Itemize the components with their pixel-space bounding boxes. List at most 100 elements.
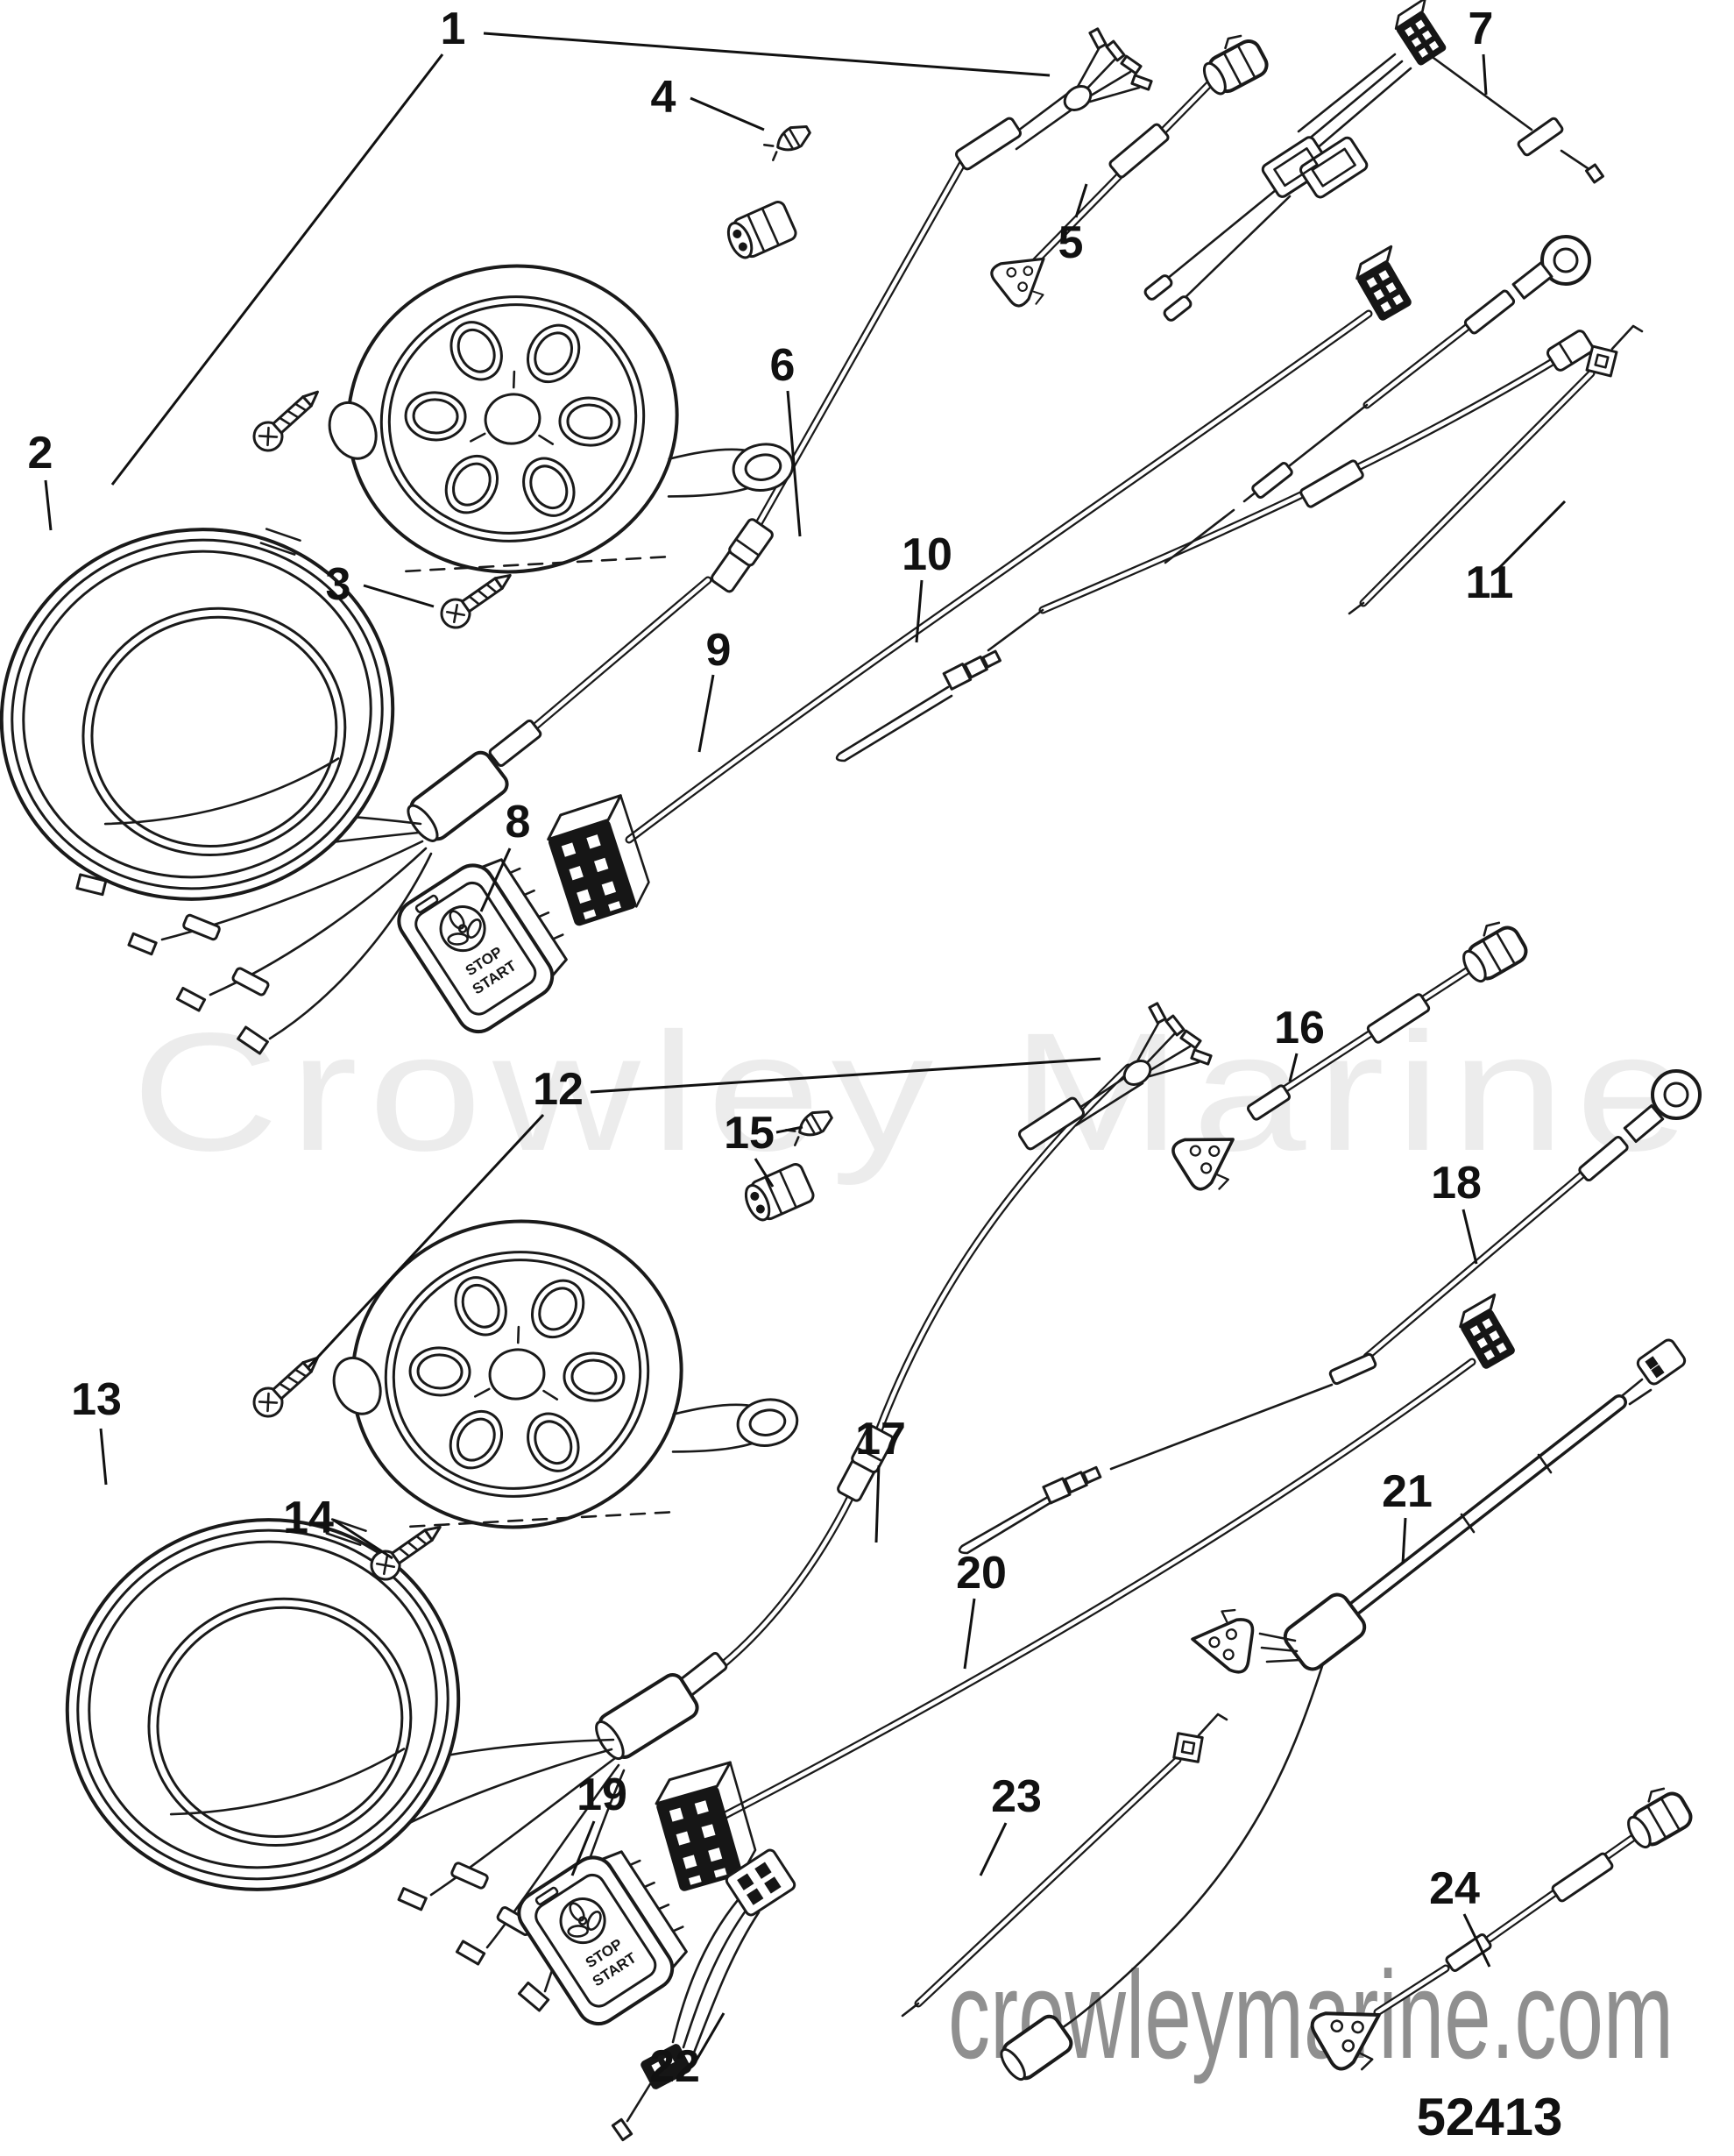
main-harness-bottom — [318, 1002, 1213, 2012]
callout-number-15: 15 — [724, 1108, 775, 1159]
screw-top-b — [435, 562, 520, 635]
drawing-number: 52413 — [1417, 2088, 1563, 2146]
callout-16: 16 — [1274, 1003, 1325, 1082]
cable-tie-11 — [1348, 324, 1644, 615]
callout-number-16: 16 — [1274, 1003, 1325, 1053]
lamp-socket-top — [721, 198, 800, 265]
callout-number-12: 12 — [533, 1064, 584, 1115]
callout-number-17: 17 — [855, 1414, 906, 1465]
harness-cable-20 — [649, 1293, 1526, 1893]
callout-number-3: 3 — [326, 559, 351, 610]
callout-14: 14 — [283, 1493, 393, 1560]
callout-3: 3 — [326, 559, 435, 610]
callout-23: 23 — [979, 1771, 1042, 1876]
callout-number-10: 10 — [902, 529, 952, 580]
sender-cable-18 — [958, 1069, 1702, 1555]
callout-number-21: 21 — [1382, 1466, 1433, 1517]
callout-leader-2 — [44, 479, 53, 531]
callout-number-7: 7 — [1469, 4, 1494, 54]
callout-leader-1 — [483, 32, 1051, 77]
callout-11: 11 — [1466, 500, 1567, 608]
callout-number-4: 4 — [651, 72, 676, 123]
callout-17: 17 — [855, 1414, 906, 1543]
callout-leader-15 — [775, 1125, 803, 1134]
callout-number-5: 5 — [1058, 217, 1084, 268]
callout-number-20: 20 — [956, 1548, 1007, 1599]
callout-number-8: 8 — [506, 797, 531, 848]
callout-leader-11 — [1497, 500, 1567, 570]
callout-2: 2 — [28, 428, 53, 531]
callout-22: 22 — [649, 2012, 725, 2092]
bezel-top — [0, 486, 435, 942]
sender-cable-10 — [835, 330, 1595, 762]
fused-harness-7 — [1143, 0, 1605, 322]
callout-leader-16 — [1288, 1053, 1299, 1082]
callout-number-6: 6 — [770, 340, 796, 391]
y-harness-21 — [1000, 1338, 1687, 2082]
callout-number-2: 2 — [28, 428, 53, 479]
callout-leader-13 — [99, 1428, 108, 1486]
callout-leader-21 — [1401, 1517, 1407, 1564]
extension-cable-24 — [1306, 1778, 1697, 2083]
callout-leader-23 — [979, 1822, 1008, 1876]
callout-leader-10 — [915, 579, 924, 643]
callout-number-24: 24 — [1429, 1863, 1480, 1914]
callout-6: 6 — [770, 340, 802, 537]
callout-number-13: 13 — [71, 1374, 122, 1425]
callout-number-18: 18 — [1431, 1158, 1482, 1209]
cable-tie-23 — [901, 1713, 1228, 2018]
watermark-crowley-marine: Crowley Marine — [131, 997, 1700, 1186]
callout-leader-3 — [363, 584, 435, 608]
callout-leader-4 — [690, 96, 765, 131]
callout-leader-18 — [1462, 1209, 1478, 1265]
callout-1: 1 — [110, 4, 1051, 486]
callout-leader-22 — [694, 2012, 725, 2062]
callout-number-14: 14 — [283, 1493, 334, 1543]
rocker-switch-8: STOP START — [389, 840, 586, 1042]
callout-24: 24 — [1429, 1863, 1491, 1968]
bezel-bottom — [25, 1477, 500, 1933]
callout-leader-1 — [110, 53, 444, 486]
callout-number-22: 22 — [649, 2041, 700, 2092]
bulb-4 — [761, 119, 815, 163]
callout-leader-7 — [1482, 53, 1488, 96]
callout-leader-5 — [1074, 183, 1088, 218]
callout-5: 5 — [1058, 183, 1088, 268]
callout-12: 12 — [307, 1057, 1101, 1369]
callout-19: 19 — [570, 1769, 627, 1876]
callout-leader-8 — [479, 848, 512, 912]
lamp-cable-16 — [1167, 912, 1532, 1202]
callout-21: 21 — [1382, 1466, 1433, 1564]
callout-leader-15 — [754, 1158, 775, 1188]
adapter-harness-22 — [611, 1848, 796, 2142]
callout-9: 9 — [697, 625, 732, 753]
screw-top-a — [246, 379, 329, 458]
rocker-switch-19: STOP START — [509, 1832, 706, 2034]
lamp-cable-5 — [987, 28, 1270, 317]
callout-13: 13 — [71, 1374, 122, 1486]
callout-18: 18 — [1431, 1158, 1482, 1265]
callout-4: 4 — [651, 72, 765, 131]
callout-20: 20 — [956, 1548, 1007, 1670]
callout-number-9: 9 — [706, 625, 732, 676]
callout-leader-14 — [332, 1518, 393, 1560]
callout-leader-9 — [697, 674, 715, 753]
callout-leader-12 — [590, 1057, 1101, 1094]
callout-10: 10 — [902, 529, 952, 643]
callout-15: 15 — [724, 1108, 803, 1188]
harness-cable-9 — [541, 245, 1423, 928]
bottom-assembly: STOP START — [25, 912, 1702, 2142]
callout-7: 7 — [1469, 4, 1494, 96]
callout-number-11: 11 — [1466, 557, 1514, 608]
callout-leader-17 — [874, 1465, 881, 1543]
ring-terminal-lead-top — [1164, 235, 1591, 564]
callout-leader-20 — [963, 1598, 976, 1670]
callout-number-1: 1 — [441, 4, 466, 54]
callout-leader-19 — [570, 1820, 596, 1876]
callout-leader-24 — [1462, 1913, 1491, 1968]
callout-number-23: 23 — [991, 1771, 1042, 1822]
callout-leader-6 — [786, 390, 802, 537]
